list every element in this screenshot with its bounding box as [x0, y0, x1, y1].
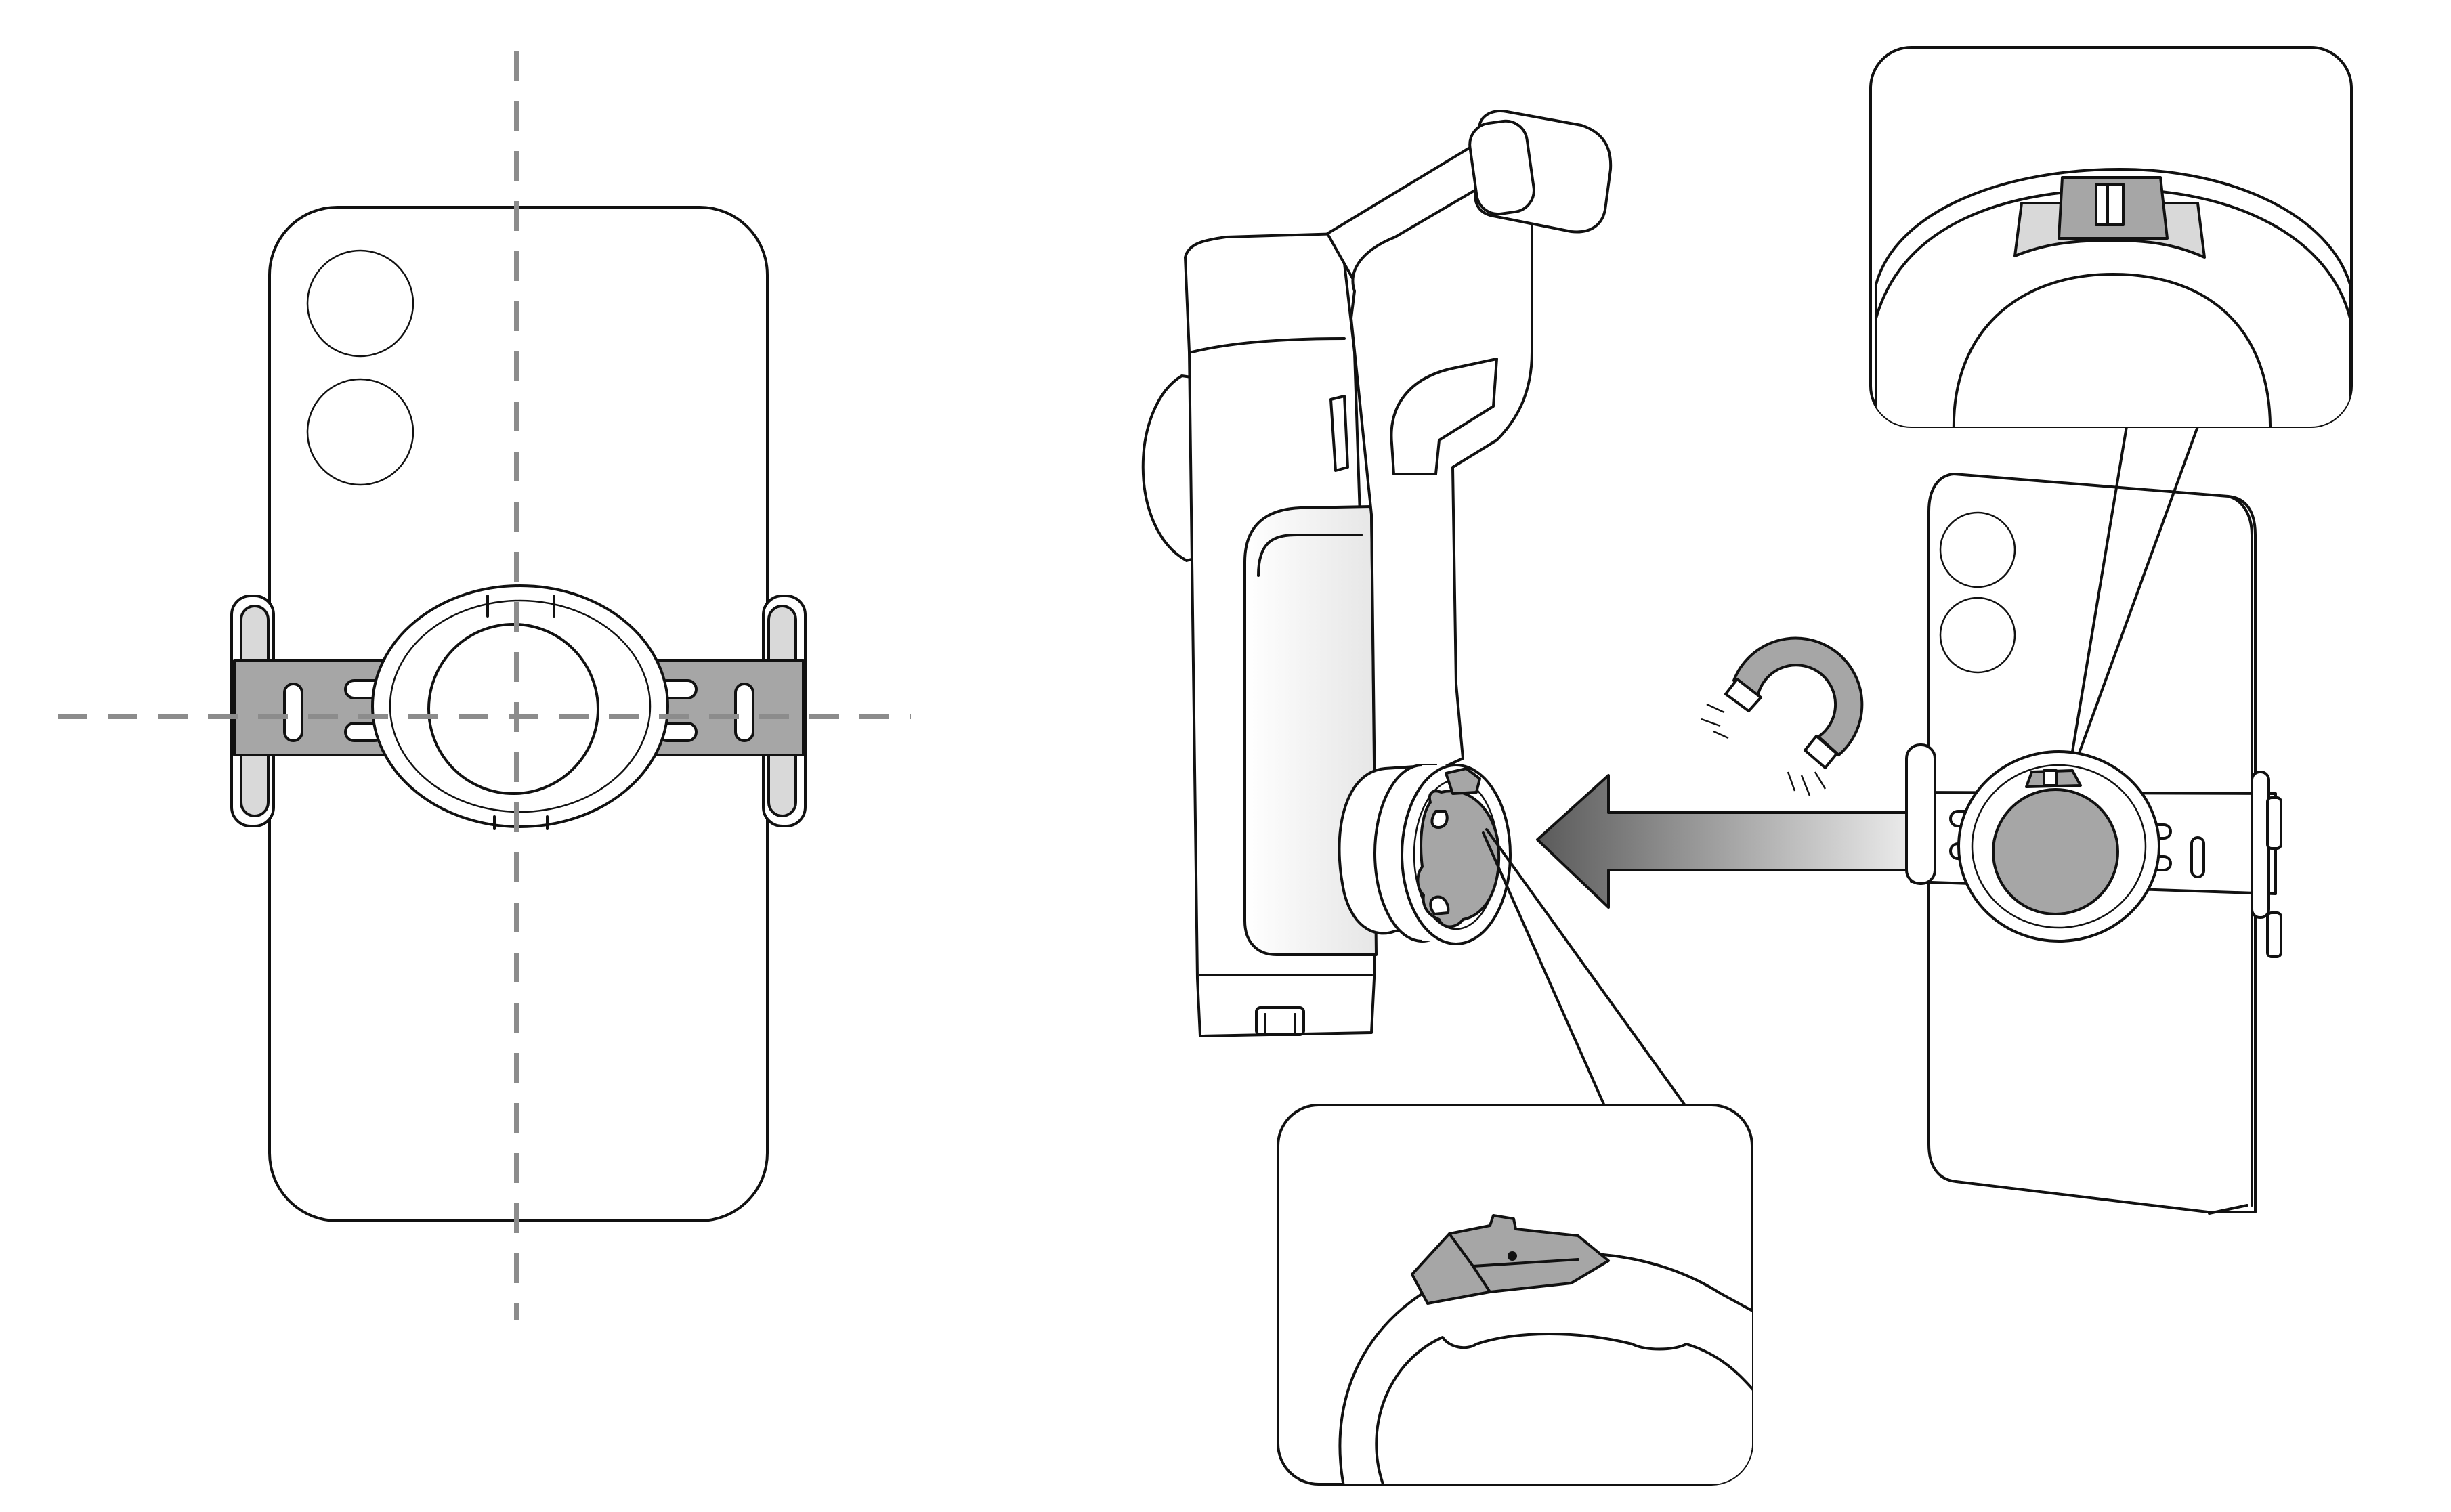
clamp-icon [1905, 743, 2282, 958]
camera-lens-icon [1939, 597, 2016, 674]
arrow-left-icon [1536, 774, 1962, 909]
camera-lens-icon [306, 378, 414, 486]
clamp-icon [230, 584, 807, 830]
camera-lens-icon [306, 249, 414, 358]
camera-lens-icon [1939, 511, 2016, 588]
magnifier-callout-icon [1869, 46, 2353, 754]
gimbal-icon [1141, 110, 1613, 1037]
crosshair-icon [58, 51, 911, 1320]
magnifier-callout-icon [1277, 828, 1753, 1486]
magnet-icon [1701, 636, 1864, 796]
